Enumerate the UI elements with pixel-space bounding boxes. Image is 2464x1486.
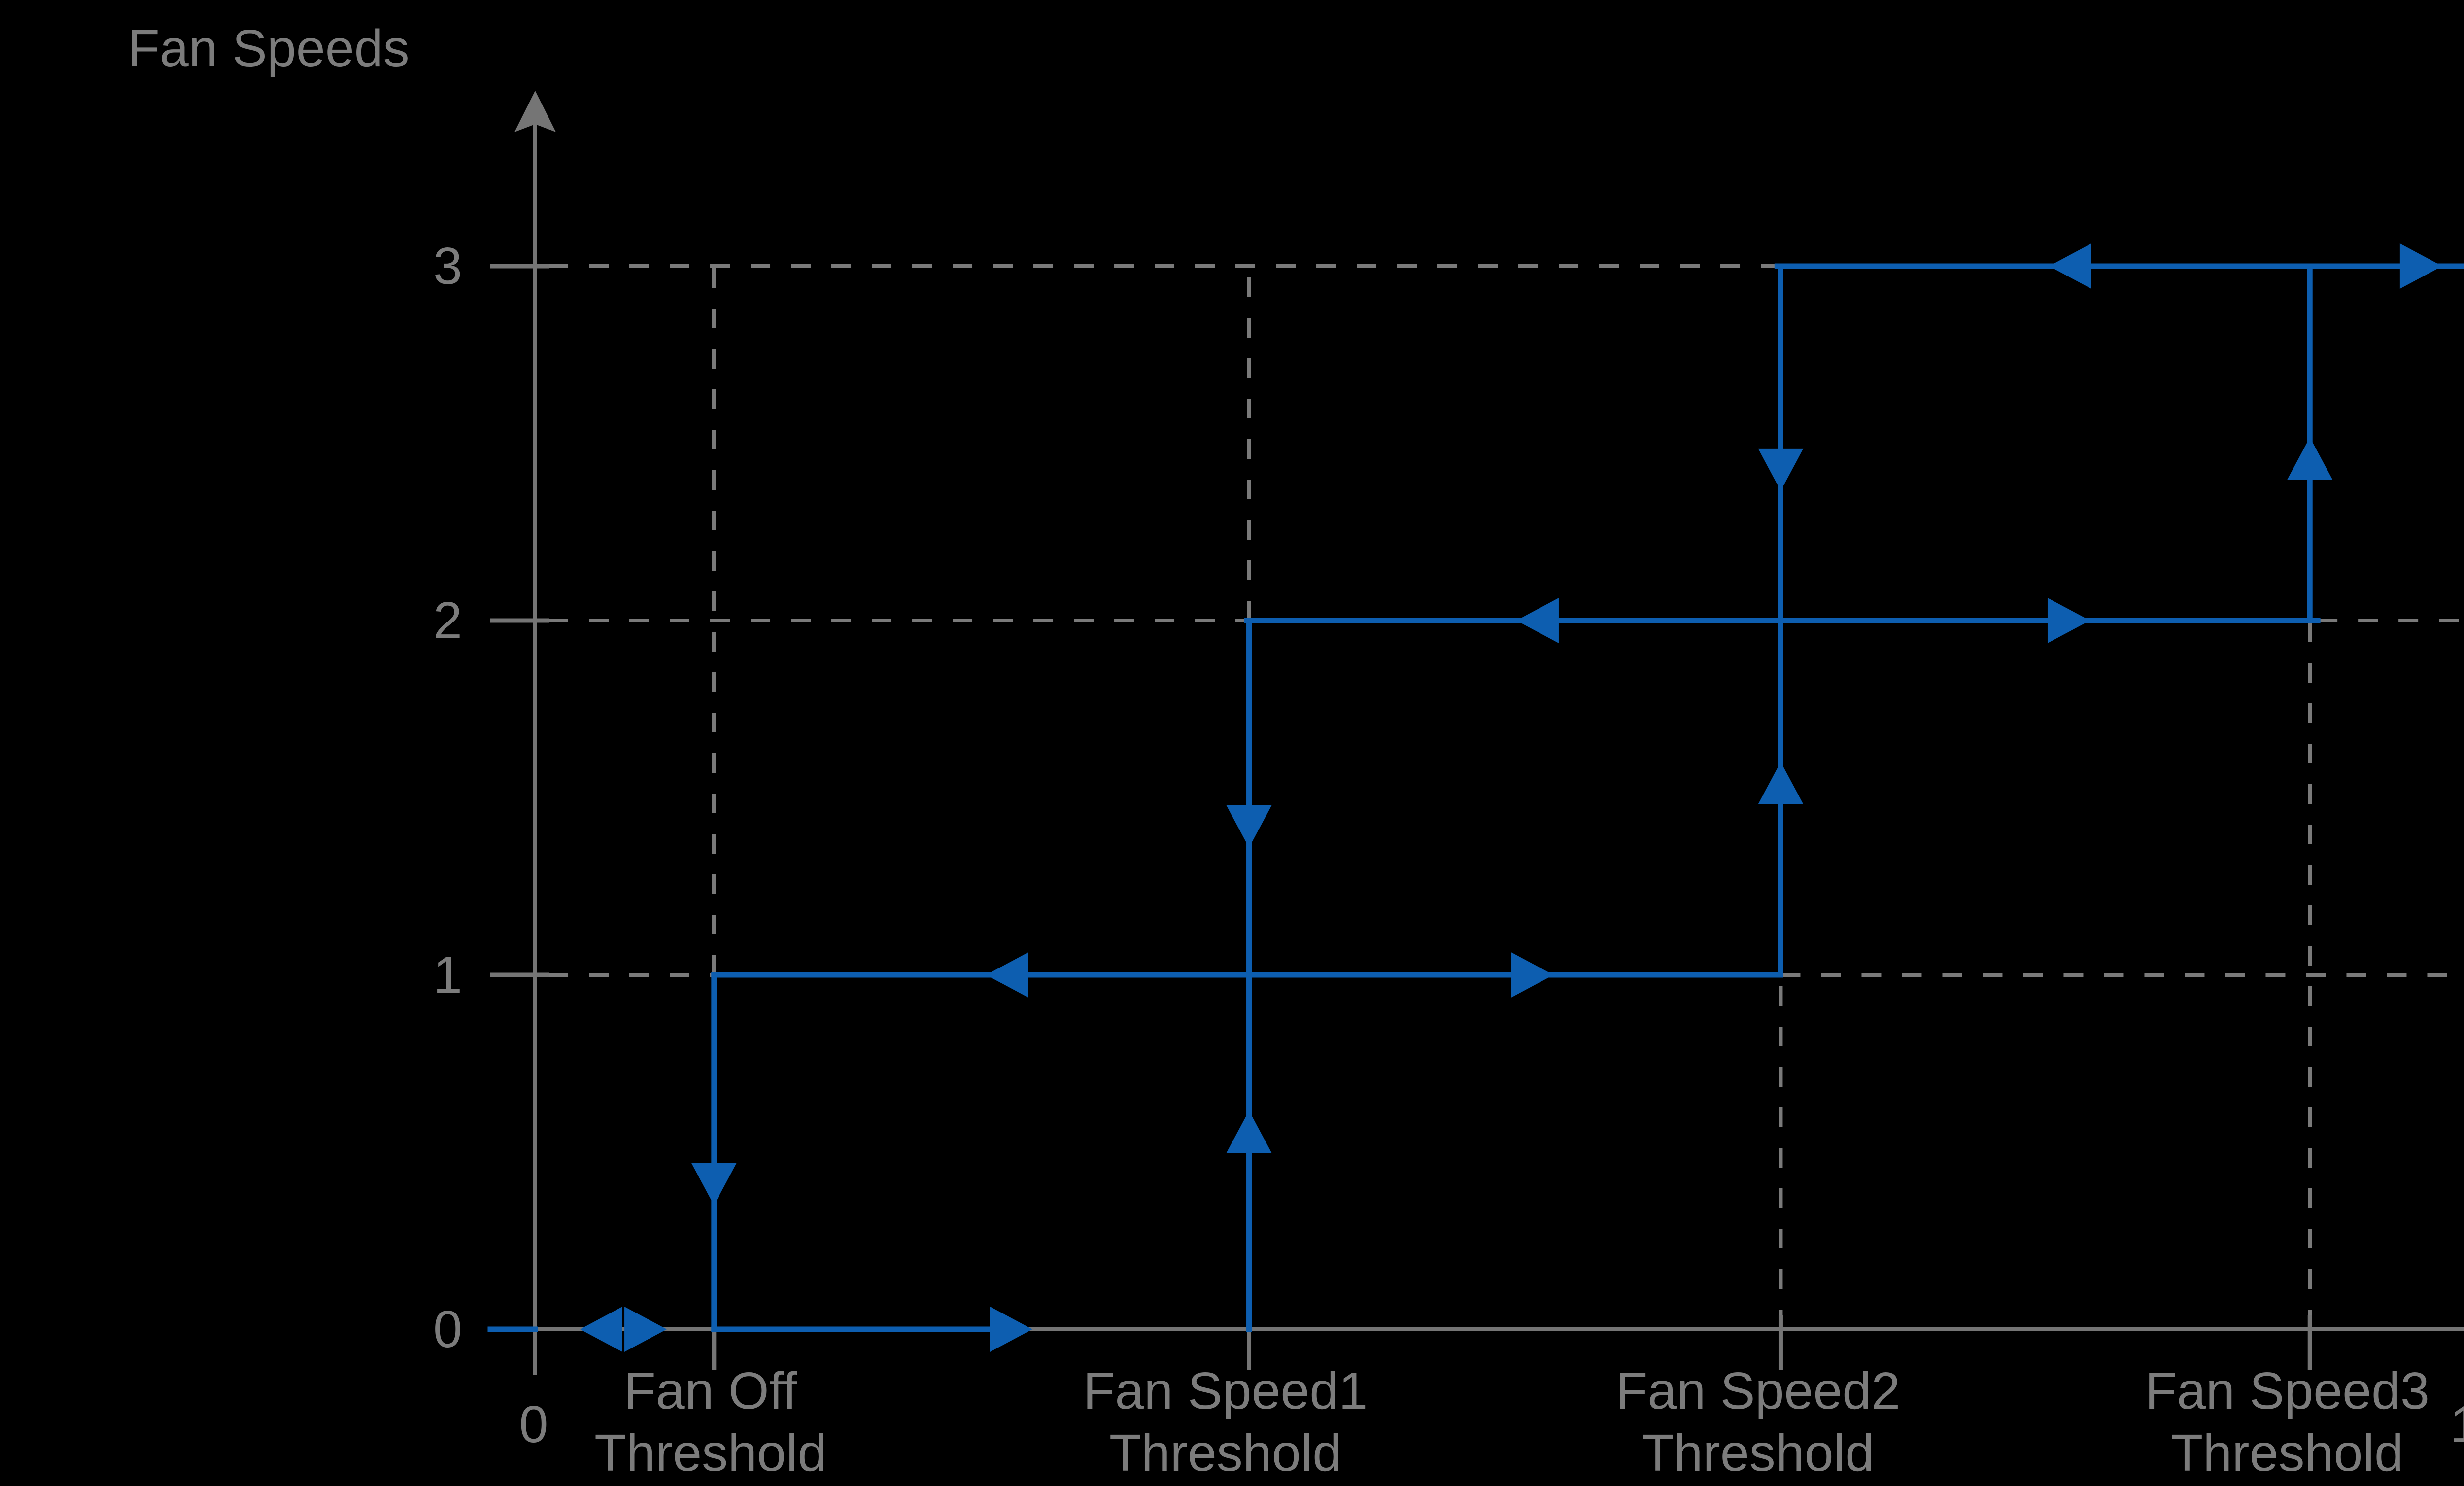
path-arrowhead-right-icon — [1511, 952, 1554, 998]
x-tick-label-fan-speed1-line1: Fan Speed1 — [1083, 1362, 1368, 1420]
y-axis-title: Fan Speeds — [128, 19, 410, 77]
x-tick-label-fan-speed3-line2: Threshold — [2171, 1424, 2403, 1482]
gridlines-dashed — [548, 264, 2464, 1329]
path-arrowhead-right-icon — [990, 1307, 1032, 1352]
path-arrowhead-left-icon — [580, 1307, 623, 1352]
path-arrowhead-right-icon — [624, 1307, 667, 1352]
x-tick-label-hundred: 100 — [2450, 1395, 2464, 1453]
y-tick-label: 1 — [433, 946, 462, 1004]
path-arrowhead-right-icon — [2399, 243, 2442, 289]
y-tick-label: 0 — [433, 1300, 462, 1358]
x-tick-label-fan-off-line1: Fan Off — [624, 1362, 797, 1420]
path-arrowhead-up-icon — [2287, 437, 2333, 480]
path-arrowhead-left-icon — [986, 952, 1028, 998]
x-tick-label-zero: 0 — [519, 1395, 548, 1453]
path-arrowhead-right-icon — [2047, 598, 2090, 643]
hysteresis-path — [487, 263, 2464, 1332]
x-tick-label-fan-speed2-line2: Threshold — [1642, 1424, 1874, 1482]
path-arrowhead-left-icon — [2049, 243, 2091, 289]
y-axis-arrow-icon — [514, 91, 556, 132]
direction-arrowheads — [580, 243, 2442, 1352]
x-tick-label-fan-off-line2: Threshold — [594, 1424, 826, 1482]
path-arrowhead-down-icon — [691, 1163, 737, 1206]
path-arrowhead-down-icon — [1226, 805, 1272, 848]
y-tick-label: 2 — [433, 591, 462, 650]
path-arrowhead-up-icon — [1758, 761, 1804, 804]
y-tick-label: 3 — [433, 237, 462, 295]
x-tick-label-fan-speed1-line2: Threshold — [1109, 1424, 1341, 1482]
path-arrowhead-down-icon — [1758, 448, 1804, 491]
path-arrowhead-left-icon — [1516, 598, 1559, 643]
x-tick-label-fan-speed2-line1: Fan Speed2 — [1616, 1362, 1901, 1420]
x-tick-label-fan-speed3-line1: Fan Speed3 — [2145, 1362, 2430, 1420]
path-arrowhead-up-icon — [1226, 1110, 1272, 1153]
